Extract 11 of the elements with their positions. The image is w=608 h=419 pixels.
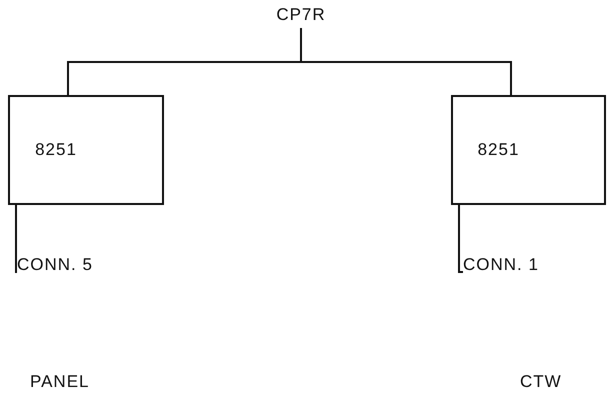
connector-line <box>458 205 463 273</box>
signal-label: CONN. 1 <box>463 255 539 275</box>
board-label: CTW <box>520 372 562 392</box>
chip-label: 8251 <box>478 140 520 160</box>
signal-label: CONN. 5 <box>17 255 93 275</box>
chip-box <box>8 95 164 205</box>
chip-label: 8251 <box>35 140 77 160</box>
board-label: PANEL <box>30 372 90 392</box>
chip-box <box>451 95 606 205</box>
signal-label: CP7R <box>276 5 326 25</box>
connector-line <box>15 205 18 273</box>
